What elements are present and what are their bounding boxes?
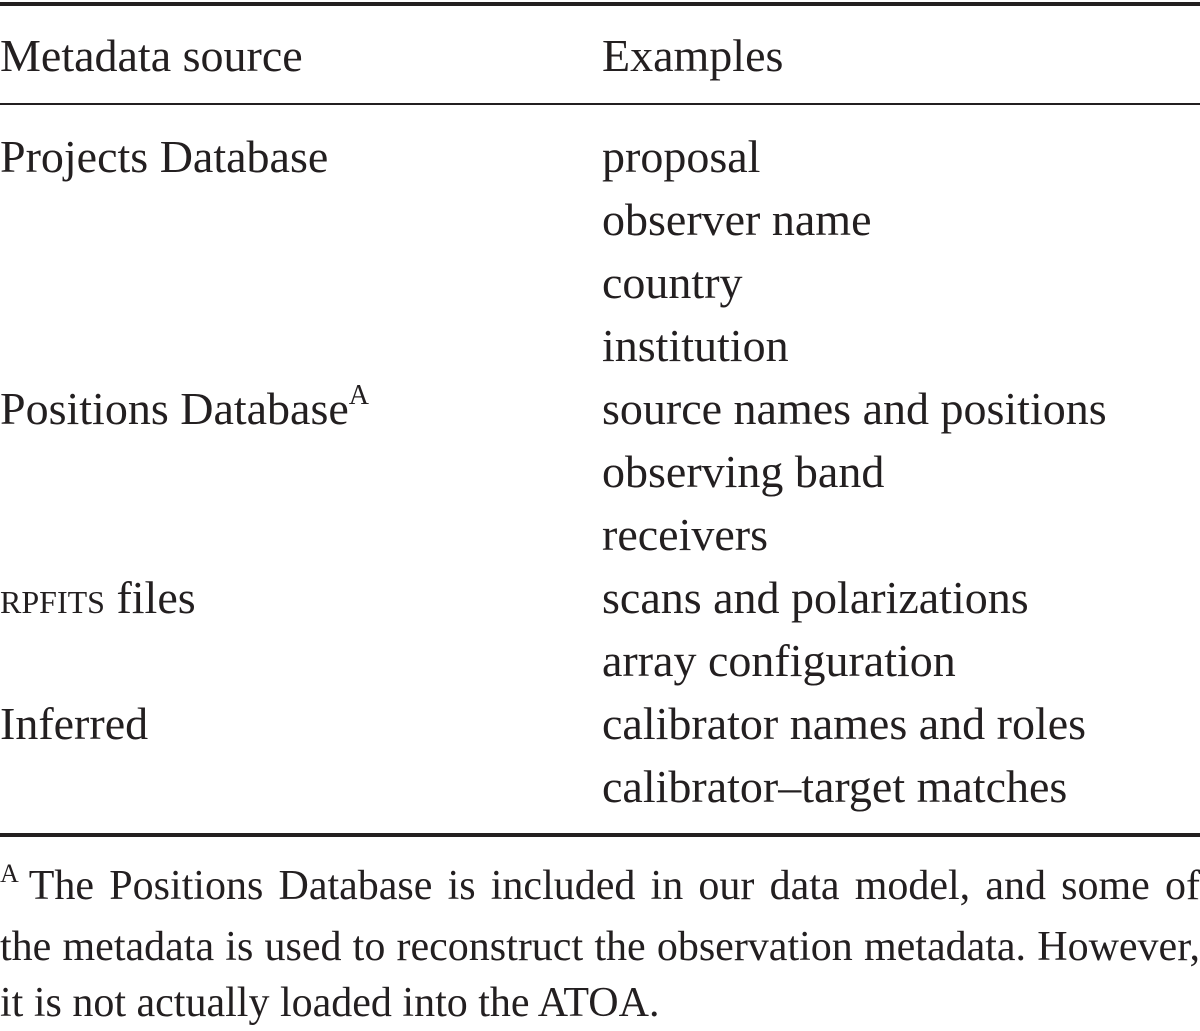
example-country: country — [602, 257, 743, 308]
rpfits-files-suffix: files — [104, 572, 196, 623]
table-top-rule — [0, 2, 1200, 6]
row-source-rpfits-files: RPFITS files — [0, 566, 196, 629]
header-examples: Examples — [602, 30, 784, 81]
row-source-positions-database: Positions DatabaseA — [0, 377, 369, 447]
example-scans-and-polarizations: scans and polarizations — [602, 572, 1029, 623]
example-receivers: receivers — [602, 509, 768, 560]
example-source-names-and-positions: source names and positions — [602, 383, 1107, 434]
table-bottom-rule — [0, 833, 1200, 837]
example-observer-name: observer name — [602, 194, 872, 245]
example-institution: institution — [602, 320, 789, 371]
footnote-marker-a: A — [348, 380, 370, 411]
example-calibrator-target-matches: calibrator–target matches — [602, 761, 1068, 812]
row-source-inferred: Inferred — [0, 698, 149, 749]
positions-database-label: Positions Database — [0, 383, 349, 434]
rpfits-label: RPFITS — [0, 572, 105, 623]
footnote-text: The Positions Database is included in ou… — [0, 863, 1200, 1026]
table-header-rule — [0, 103, 1200, 105]
row-source-projects-database: Projects Database — [0, 131, 329, 182]
example-array-configuration: array configuration — [602, 635, 956, 686]
example-calibrator-names-and-roles: calibrator names and roles — [602, 698, 1087, 749]
footnote-mark: A — [0, 859, 19, 888]
example-observing-band: observing band — [602, 446, 885, 497]
example-proposal: proposal — [602, 131, 761, 182]
header-metadata-source: Metadata source — [0, 30, 303, 81]
